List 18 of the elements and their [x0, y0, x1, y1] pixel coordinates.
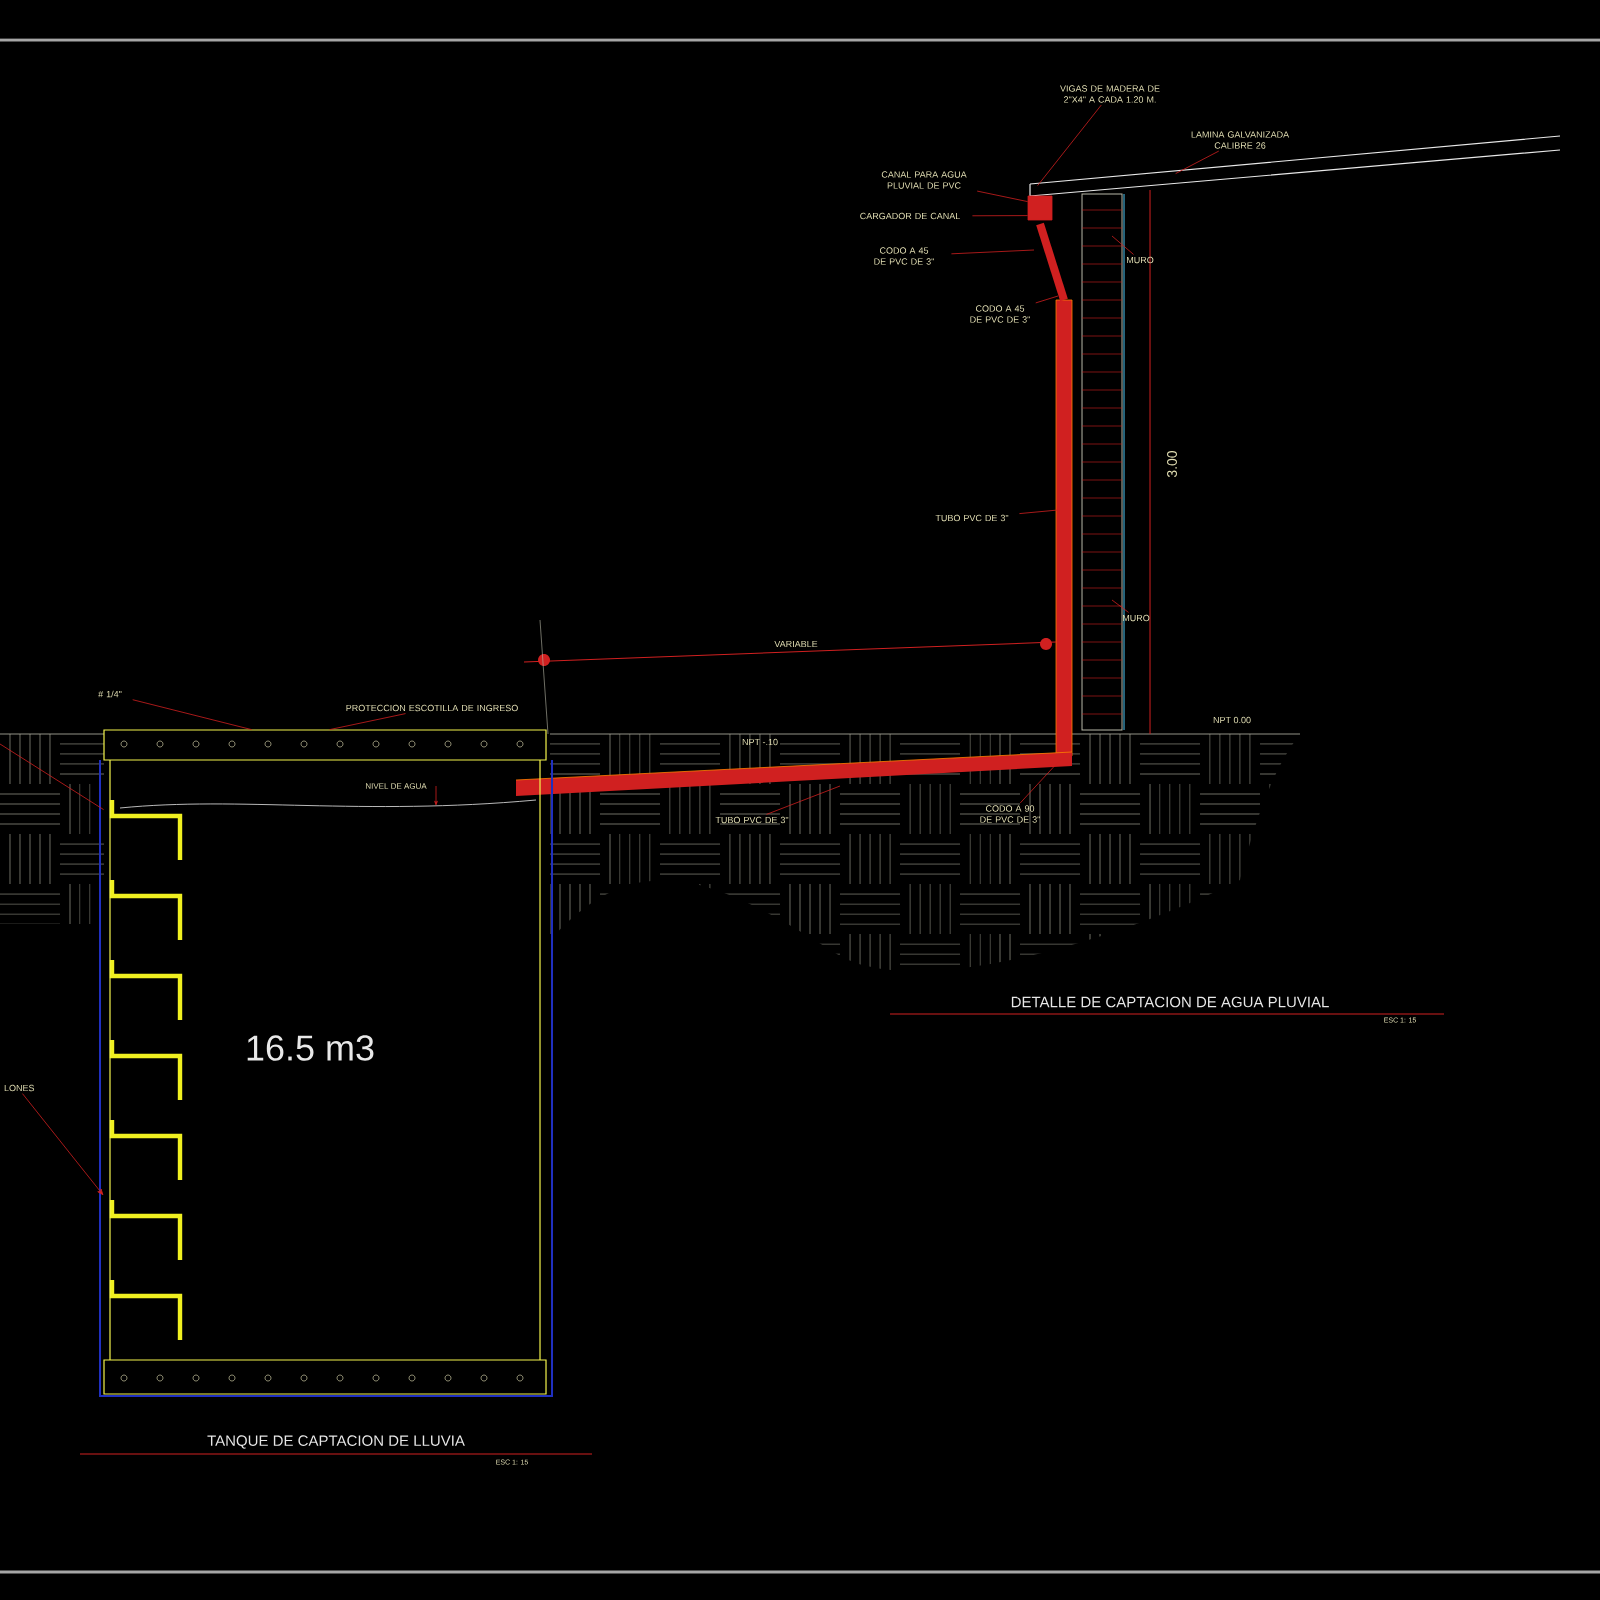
- leader-line: [0, 743, 104, 810]
- leader-line: [972, 215, 1028, 217]
- leader-line: [329, 713, 406, 730]
- leader-line: [976, 190, 1028, 202]
- leader-line: [1019, 509, 1059, 514]
- leader-line: [766, 785, 841, 815]
- leader-line: [1175, 150, 1220, 174]
- gutter-box: [1027, 195, 1053, 221]
- leader-line: [1111, 599, 1129, 613]
- leader-line: [1037, 104, 1102, 186]
- leader-line: [951, 249, 1035, 255]
- volume-text: 16.5 m3: [247, 1035, 374, 1061]
- leader-line: [22, 1093, 104, 1196]
- leader-line: [1111, 235, 1134, 255]
- roof-drawing: [1029, 135, 1561, 197]
- leader-line: [1035, 295, 1059, 304]
- leader-line: [132, 699, 252, 730]
- tank-drawing: [99, 729, 553, 1397]
